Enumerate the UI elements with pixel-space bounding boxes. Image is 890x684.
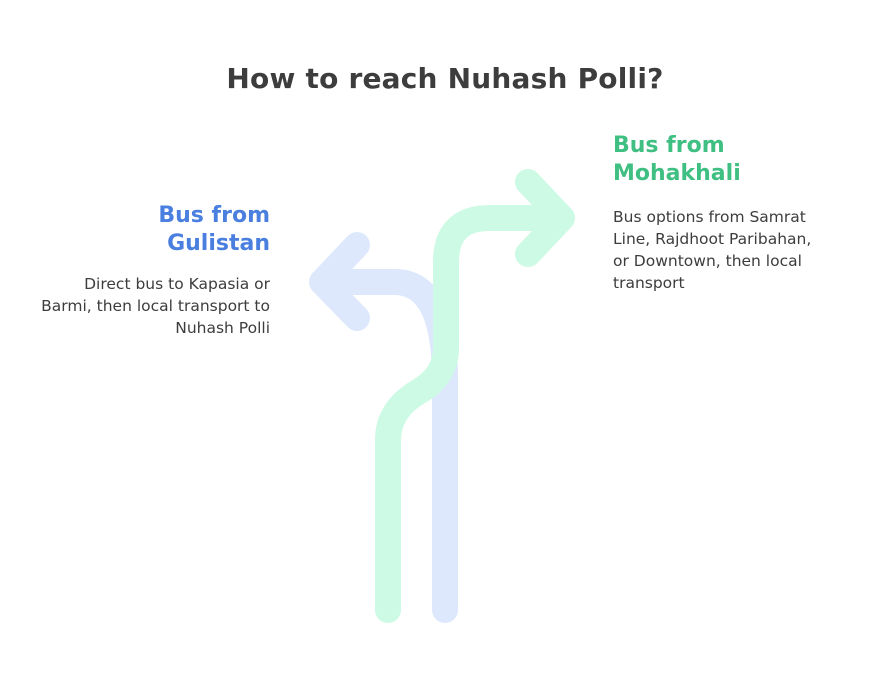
gulistan-description: Direct bus to Kapasia or Barmi, then loc… <box>41 275 270 337</box>
gulistan-heading: Bus from Gulistan <box>158 203 270 256</box>
mohakhali-heading: Bus from Mohakhali <box>613 133 741 186</box>
right-arrow-mohakhali <box>375 169 575 623</box>
diagram-title: How to reach Nuhash Polli? <box>226 62 664 95</box>
mohakhali-description: Bus options from Samrat Line, Rajdhoot P… <box>613 208 812 292</box>
